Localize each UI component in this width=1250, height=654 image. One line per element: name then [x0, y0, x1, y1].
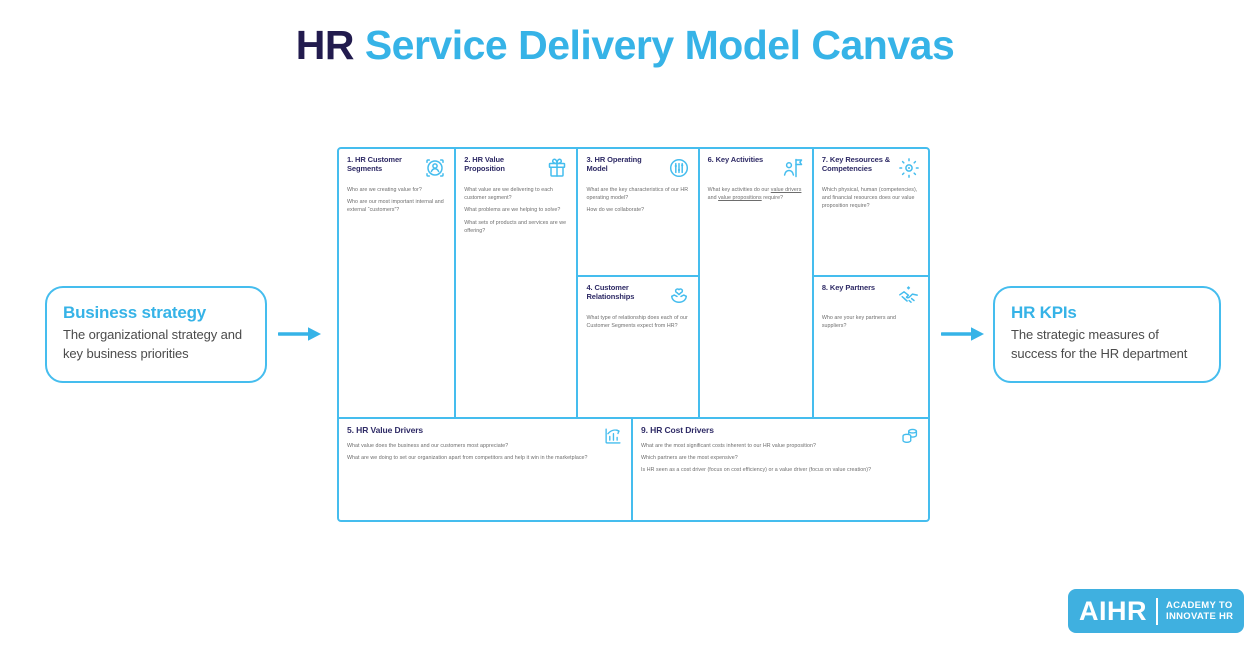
- section-key-partners: 8. Key Partners Who are your key partner…: [813, 275, 928, 417]
- business-strategy-title: Business strategy: [63, 303, 207, 322]
- section-customer-relationships: 4. Customer Relationships What type of r…: [578, 275, 698, 417]
- page-title: HR Service Delivery Model Canvas: [0, 22, 1250, 69]
- section-header: 2. HR Value Proposition: [464, 155, 569, 180]
- section-title: 8. Key Partners: [821, 283, 875, 292]
- question-part: and: [707, 195, 719, 202]
- canvas-bottom-area: 5. HR Value Drivers What value does the …: [339, 417, 928, 520]
- section-header: 8. Key Partners: [821, 283, 921, 308]
- gear-rays-icon: [897, 156, 921, 180]
- value-drivers-link: value drivers: [770, 187, 802, 193]
- section-key-resources-competencies: 7. Key Resources & Competencies Which ph…: [814, 149, 928, 275]
- tagline-line-1: ACADEMY TO: [1166, 599, 1233, 611]
- handshake-icon: [897, 284, 921, 308]
- section-question: What value does the business and our cus…: [347, 442, 509, 449]
- section-hr-cost-drivers: 9. HR Cost Drivers What are the most sig…: [633, 419, 928, 520]
- coins-icon: [899, 425, 921, 447]
- hr-kpis-title: HR KPIs: [1011, 303, 1077, 322]
- section-question: What problems are we helping to solve?: [464, 207, 561, 214]
- section-title: 5. HR Value Drivers: [347, 425, 424, 435]
- section-title: 9. HR Cost Drivers: [641, 425, 714, 435]
- section-question: Who are our most important internal and …: [347, 199, 444, 214]
- section-header: 4. Customer Relationships: [586, 283, 691, 308]
- section-hr-customer-segments: 1. HR Customer Segments Who are we creat…: [339, 149, 457, 417]
- question-part: What key activities do our: [707, 187, 771, 193]
- flow-arrow-left-icon: [277, 326, 322, 347]
- section-header: 7. Key Resources & Competencies: [821, 155, 921, 180]
- section-hr-value-drivers: 5. HR Value Drivers What value does the …: [339, 419, 633, 520]
- gift-icon: [545, 156, 569, 180]
- section-title: 2. HR Value Proposition: [464, 155, 505, 173]
- logo-divider: [1156, 597, 1158, 625]
- person-flag-icon: [781, 156, 805, 180]
- section-question: What type of relationship does each of o…: [586, 315, 688, 330]
- page-title-hr: HR: [295, 22, 355, 68]
- section-question: How do we collaborate?: [586, 207, 645, 214]
- hr-kpis-description: The strategic measures of success for th…: [1011, 327, 1188, 361]
- business-strategy-description: The organizational strategy and key busi…: [63, 327, 243, 361]
- section-key-activities: 6. Key Activities What key activities do…: [700, 149, 814, 417]
- section-title: 4. Customer Relationships: [586, 283, 635, 301]
- section-question: Is HR seen as a cost driver (focus on co…: [641, 467, 872, 474]
- section-hr-operating-model: 3. HR Operating Model What are the key c…: [578, 149, 697, 275]
- canvas: 1. HR Customer Segments Who are we creat…: [337, 147, 930, 522]
- flow-arrow-right-icon: [940, 326, 985, 347]
- section-header: 3. HR Operating Model: [586, 155, 691, 180]
- section-question: Who are we creating value for?: [347, 187, 422, 193]
- person-focus-icon: [423, 156, 447, 180]
- chart-growth-icon: [602, 425, 624, 447]
- section-question: Which partners are the most expensive?: [641, 454, 738, 461]
- section-title: 6. Key Activities: [707, 155, 764, 164]
- section-title: 1. HR Customer Segments: [347, 155, 402, 173]
- section-question: What value are we delivering to each cus…: [464, 187, 553, 202]
- business-strategy-box: Business strategy The organizational str…: [45, 286, 267, 383]
- hands-heart-icon: [667, 284, 691, 308]
- canvas-top-area: 1. HR Customer Segments Who are we creat…: [339, 149, 928, 417]
- page-title-rest: Service Delivery Model Canvas: [353, 22, 955, 68]
- section-title: 7. Key Resources & Competencies: [821, 155, 891, 173]
- section-title: 3. HR Operating Model: [586, 155, 642, 173]
- aihr-logo: AIHR ACADEMY TO INNOVATE HR: [1068, 589, 1245, 633]
- aihr-logo-tagline: ACADEMY TO INNOVATE HR: [1166, 600, 1233, 623]
- value-propositions-link: value propositions: [718, 195, 762, 202]
- section-question: Which physical, human (competencies), an…: [821, 187, 918, 210]
- sliders-circle-icon: [667, 156, 691, 180]
- section-header: 1. HR Customer Segments: [347, 155, 447, 180]
- canvas-column-5: 7. Key Resources & Competencies Which ph…: [813, 149, 928, 417]
- aihr-logo-brand: AIHR: [1079, 595, 1147, 626]
- question-part: require?: [761, 195, 784, 202]
- section-question: What are the most significant costs inhe…: [641, 442, 817, 449]
- tagline-line-2: INNOVATE HR: [1166, 611, 1234, 622]
- section-question: Who are your key partners and suppliers?: [821, 315, 897, 330]
- section-hr-value-proposition: 2. HR Value Proposition What value are w…: [456, 149, 579, 417]
- section-question: What sets of products and services are w…: [464, 219, 567, 234]
- section-question: What are we doing to set our organizatio…: [347, 454, 588, 461]
- canvas-column-3: 3. HR Operating Model What are the key c…: [578, 149, 700, 417]
- section-header: 6. Key Activities: [707, 155, 805, 180]
- section-question: What key activities do our value drivers…: [708, 186, 805, 202]
- hr-kpis-box: HR KPIs The strategic measures of succes…: [993, 286, 1221, 383]
- section-question: What are the key characteristics of our …: [586, 187, 689, 202]
